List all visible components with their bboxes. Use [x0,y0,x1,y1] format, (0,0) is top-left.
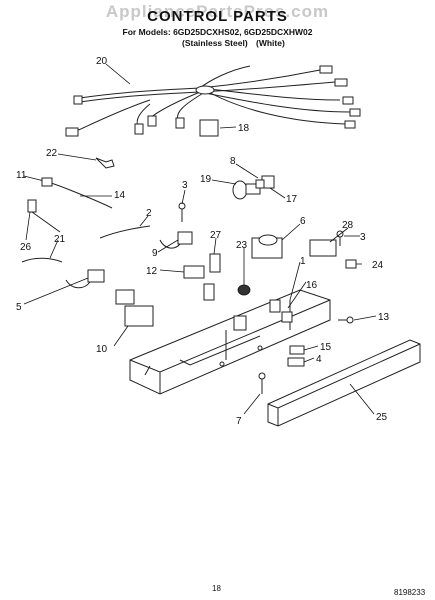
variant-white: (White) [256,38,285,48]
part-light-socket [232,175,275,200]
part-wiring-harness [65,65,361,137]
callout-26: 26 [20,242,32,253]
callout-23: 23 [236,240,248,251]
callout-18: 18 [238,123,250,134]
part-clip [95,157,115,169]
leader-lines [23,63,377,415]
callout-13: 13 [378,312,390,323]
variant-stainless: (Stainless Steel) [182,38,248,48]
callout-2: 2 [146,208,152,219]
callout-15: 15 [320,342,332,353]
part-grommet [237,284,251,296]
callout-24: 24 [372,260,384,271]
callout-6: 6 [300,216,306,227]
part-control-6 [251,234,283,259]
watermark: AppliancePartsPros.com [105,2,330,21]
callout-19: 19 [200,174,212,185]
callout-3-top: 3 [182,180,188,191]
callouts: 20 18 22 11 14 3 19 8 17 2 26 21 27 9 6 … [16,56,390,427]
part-switch-5 [65,269,105,289]
callout-4: 4 [316,354,322,365]
page-number: 18 [212,584,221,593]
callout-17: 17 [286,194,298,205]
callout-7: 7 [236,416,242,427]
callout-10: 10 [96,344,108,355]
part-insulation [124,305,154,327]
part-15 [289,345,305,355]
callout-8: 8 [230,156,236,167]
callout-1: 1 [300,256,306,267]
callout-16: 16 [306,280,318,291]
callout-25: 25 [376,412,388,423]
callout-9: 9 [152,248,158,259]
callout-12: 12 [146,266,158,277]
callout-5: 5 [16,302,22,313]
callout-14: 14 [114,190,126,201]
part-control-housing [129,289,331,395]
callout-21: 21 [54,234,66,245]
part-4 [287,357,305,367]
callout-20: 20 [96,56,108,67]
callout-27: 27 [210,230,222,241]
callout-11: 11 [16,170,27,181]
callout-28: 28 [342,220,354,231]
part-bracket-28 [309,239,337,257]
part-switch-9 [159,231,193,249]
document-number: 8198233 [394,588,426,597]
part-control-panel [267,339,421,427]
part-sensor-head [27,199,37,213]
part-bracket-12 [183,265,205,279]
callout-22: 22 [46,148,58,159]
part-tube [21,257,63,263]
part-card [209,253,221,273]
models-line: For Models: 6GD25DCXHS02, 6GD25DCXHW02 [122,27,313,37]
page-title: CONTROL PARTS [147,8,288,25]
callout-3-right: 3 [360,232,366,243]
part-thermistor [199,119,219,137]
